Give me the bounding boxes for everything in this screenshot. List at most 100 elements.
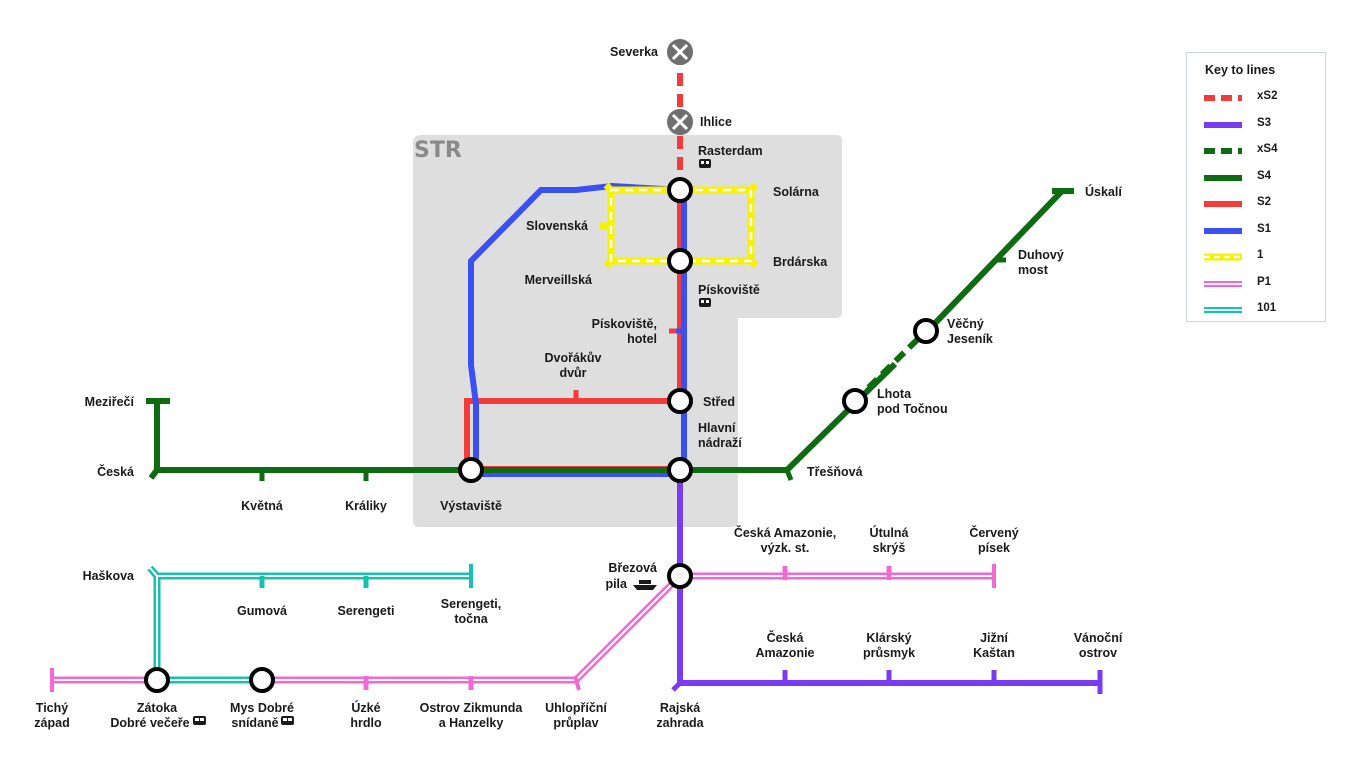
tram-icon	[699, 159, 711, 168]
label-brezova-1: Březová	[608, 561, 657, 575]
station-rasterdam[interactable]	[667, 177, 693, 203]
label-rasterdam: Rasterdam	[698, 144, 763, 158]
label-ceska-amazonie-1: Česká	[767, 630, 804, 645]
label-utulna-1: Útulná	[870, 525, 909, 540]
label-ceska-amazonie-2: Amazonie	[755, 646, 814, 660]
label-brezova-2: pila	[605, 577, 628, 591]
legend-item-101: 101	[1187, 300, 1327, 320]
label-merveillska: Merveillská	[525, 273, 592, 287]
legend-item-p1: P1	[1187, 274, 1327, 294]
label-ihlice: Ihlice	[700, 115, 732, 129]
label-uhlo-2: průplav	[553, 716, 598, 730]
line-1	[600, 182, 759, 269]
closed-station-severka[interactable]	[667, 39, 693, 65]
label-piskoviste-hotel-2: hotel	[627, 332, 657, 346]
legend-item-label: P1	[1257, 275, 1272, 288]
label-rajska-2: zahrada	[656, 716, 704, 730]
label-mezireci: Meziřečí	[85, 395, 135, 409]
str-zone	[413, 135, 842, 527]
label-uzke-1: Úzké	[351, 700, 380, 715]
legend-item-label: S1	[1257, 222, 1272, 235]
s3-end-rajska	[671, 681, 682, 692]
station-stred[interactable]	[667, 388, 693, 414]
label-serengeti-tocna-1: Serengeti,	[441, 597, 501, 611]
legend-item-label: xS2	[1257, 90, 1278, 102]
label-solarna: Solárna	[773, 185, 820, 199]
label-uzke-2: hrdlo	[350, 716, 382, 730]
zone-label: STR	[414, 138, 462, 163]
label-mys-1: Mys Dobré	[230, 701, 294, 715]
label-ceska: Česká	[97, 464, 134, 479]
label-dvorakuv-2: dvůr	[559, 366, 586, 380]
legend-item-s2: S2	[1187, 194, 1327, 214]
label-duhovy-2: most	[1018, 263, 1049, 277]
legend-swatch	[1204, 95, 1242, 101]
label-tichy-1: Tichý	[36, 701, 68, 715]
station-zatoka[interactable]	[144, 667, 170, 693]
label-kvetna: Květná	[241, 499, 283, 513]
tram-icon	[699, 298, 711, 307]
line-101	[147, 564, 473, 684]
legend-item-1: 1	[1187, 247, 1327, 267]
legend-item-label: S2	[1257, 196, 1272, 208]
label-ostrov-1: Ostrov Zikmunda	[420, 701, 524, 715]
bus-icon	[193, 716, 206, 725]
label-vecny-1: Věčný	[947, 317, 984, 331]
legend-item-label: 1	[1257, 249, 1264, 261]
label-lhota-2: pod Točnou	[877, 402, 948, 416]
label-utulna-2: skrýš	[873, 541, 906, 555]
legend-title: Key to lines	[1205, 63, 1276, 77]
legend-swatch	[1204, 121, 1242, 128]
label-severka: Severka	[610, 45, 659, 59]
legend-item-s1: S1	[1187, 221, 1327, 241]
legend-item-label: S3	[1257, 116, 1272, 129]
label-mys-2: snídaně	[231, 716, 278, 730]
s4-tick-tresnova	[784, 469, 794, 481]
label-cerveny-1: Červený	[969, 525, 1018, 540]
legend-item-s3: S3	[1187, 115, 1327, 135]
label-jizni-2: Kaštan	[973, 646, 1015, 660]
station-vecny-jesenik[interactable]	[913, 318, 939, 344]
legend-item-label: xS4	[1257, 143, 1278, 155]
closed-station-ihlice[interactable]	[667, 109, 693, 135]
label-stred: Střed	[703, 395, 735, 409]
station-vystaviste[interactable]	[458, 457, 484, 483]
station-merveillska[interactable]	[667, 248, 693, 274]
label-klarsky-2: průsmyk	[863, 646, 915, 660]
label-dvorakuv-1: Dvořákův	[545, 351, 602, 365]
line-xs4	[852, 328, 929, 404]
legend-swatch	[1204, 253, 1242, 261]
label-vystaviste: Výstaviště	[440, 499, 502, 513]
station-mys-dobre[interactable]	[249, 667, 275, 693]
legend-swatch	[1204, 280, 1242, 287]
label-klarsky-1: Klárský	[866, 631, 911, 645]
legend-item-s4: S4	[1187, 168, 1327, 188]
station-brezova-pila[interactable]	[667, 563, 693, 589]
label-vecny-2: Jeseník	[947, 332, 993, 346]
station-hlavni-nadrazi[interactable]	[667, 457, 693, 483]
label-serengeti: Serengeti	[338, 604, 395, 618]
legend-item-label: 101	[1257, 302, 1277, 314]
label-piskoviste: Pískoviště	[698, 283, 760, 297]
label-vanocni-1: Vánoční	[1074, 631, 1123, 645]
legend-swatch	[1204, 227, 1242, 234]
legend-swatch	[1204, 307, 1242, 313]
station-lhota[interactable]	[842, 388, 868, 414]
label-piskoviste-hotel-1: Pískoviště,	[592, 317, 657, 331]
label-duhovy-1: Duhový	[1018, 248, 1064, 262]
label-ceska-amazonie-vyzk-2: výzk. st.	[761, 541, 810, 555]
legend-swatch	[1204, 148, 1242, 154]
label-hlavni-2: nádraží	[698, 436, 742, 450]
label-tresnova: Třešňová	[807, 465, 863, 479]
label-lhota-1: Lhota	[877, 387, 912, 401]
label-tichy-2: západ	[34, 716, 69, 730]
label-ostrov-2: a Hanzelky	[439, 716, 504, 730]
label-brdarska: Brdárska	[773, 255, 828, 269]
label-rajska-1: Rajská	[660, 701, 700, 715]
label-gumova: Gumová	[237, 604, 287, 618]
legend-item-xs2: xS2	[1187, 88, 1327, 108]
label-uhlo-1: Uhlopříční	[545, 701, 607, 715]
label-kraliky: Králiky	[345, 499, 387, 513]
